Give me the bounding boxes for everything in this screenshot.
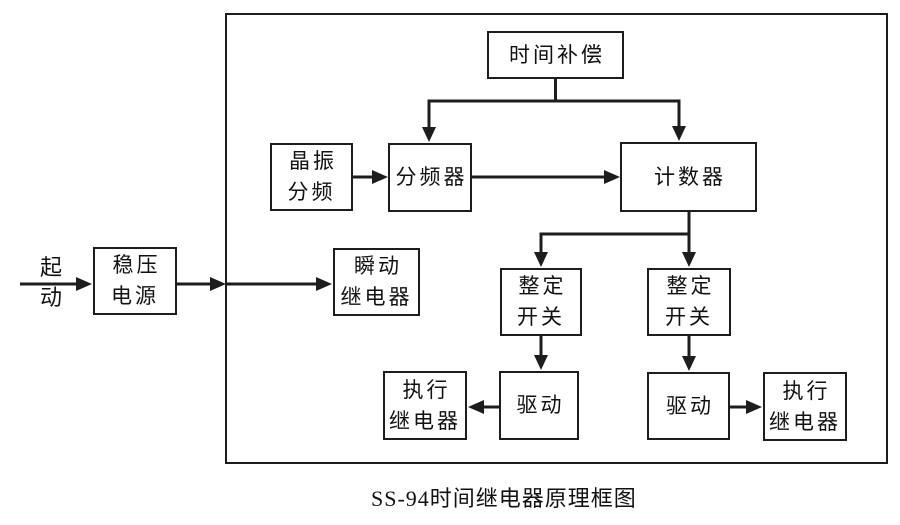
connector-power-supply-to-frame bbox=[177, 277, 226, 291]
connector-divider-to-counter bbox=[472, 170, 620, 184]
node-setting-switch-right: 整定 开关 bbox=[647, 268, 731, 336]
node-power-supply: 稳压 电源 bbox=[93, 247, 177, 315]
node-exec-relay-right: 执行 继电器 bbox=[763, 372, 847, 441]
outer-frame bbox=[225, 13, 888, 464]
connector-setting-right-to-drive-right bbox=[682, 336, 696, 371]
node-crystal-divider: 晶振 分频 bbox=[270, 143, 353, 211]
node-instant-relay: 瞬动 继电器 bbox=[333, 248, 420, 316]
connector-start-to-power-supply bbox=[20, 277, 92, 291]
connector-crystal-to-divider bbox=[353, 170, 388, 184]
connector-time-compensation-branch bbox=[422, 79, 686, 142]
connector-setting-left-to-drive-left bbox=[534, 336, 548, 370]
connector-drive-right-to-exec-right bbox=[730, 400, 762, 414]
node-counter: 计数器 bbox=[620, 142, 757, 212]
node-drive-right: 驱动 bbox=[647, 372, 730, 440]
node-drive-left: 驱动 bbox=[499, 371, 579, 440]
connector-frame-to-instant-relay bbox=[227, 277, 332, 291]
start-input-label: 起 动 bbox=[39, 255, 62, 310]
node-time-compensation: 时间补偿 bbox=[487, 31, 624, 79]
node-frequency-divider: 分频器 bbox=[388, 143, 472, 212]
connector-counter-branch bbox=[534, 212, 696, 267]
diagram-caption: SS-94时间继电器原理框图 bbox=[371, 486, 637, 511]
node-setting-switch-left: 整定 开关 bbox=[500, 268, 582, 336]
node-exec-relay-left: 执行 继电器 bbox=[383, 371, 467, 440]
connector-drive-left-to-exec-left bbox=[468, 400, 499, 414]
